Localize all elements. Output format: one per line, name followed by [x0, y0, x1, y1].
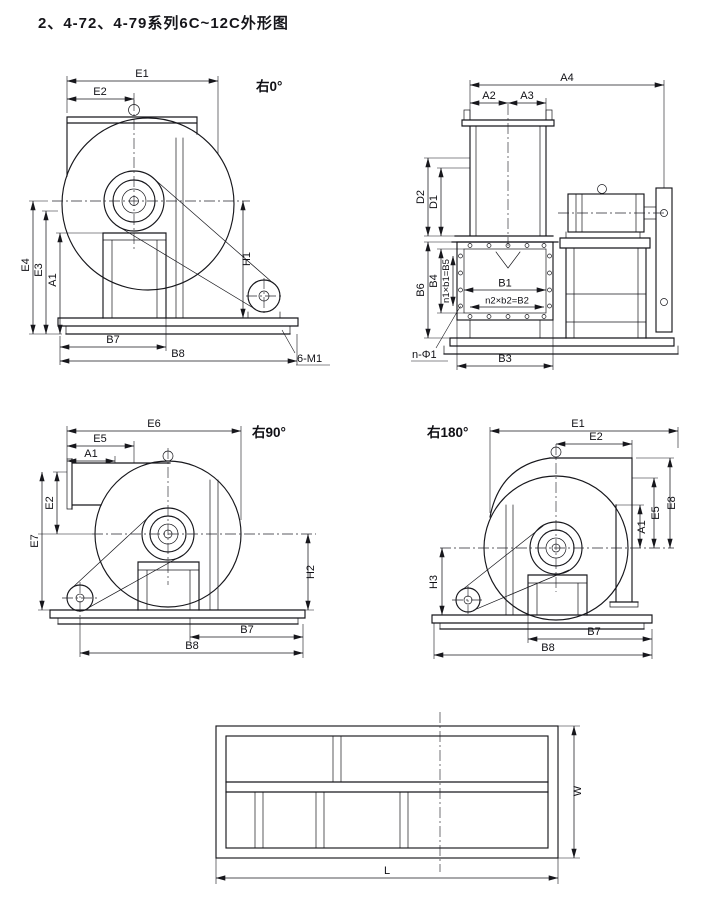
dim-label-b7: B7	[587, 626, 600, 638]
flange-bolt-icon	[545, 109, 553, 121]
dim-label-b7: B7	[106, 334, 119, 346]
dim-label-b3: B3	[498, 353, 511, 365]
base-frame-right90	[49, 609, 306, 625]
center-lines-right0	[52, 100, 282, 314]
bolt-holes	[458, 243, 552, 319]
fan-housing-right90	[66, 450, 242, 608]
dim-label-b6: B6	[415, 283, 427, 296]
dim-label-b7: B7	[240, 624, 253, 636]
dim-label-e5: E5	[650, 506, 662, 519]
dimensions-right90: E6 E5 A1 E2 E7 H2 B7 B8	[29, 418, 317, 658]
dim-label-b8: B8	[171, 348, 184, 360]
outlet-duct-side	[451, 109, 559, 243]
dimensions-base: W L	[215, 725, 584, 884]
dimensions-right0: E1 E2 E4 E3 A1 H1 B7 B8 6-M1	[20, 68, 330, 366]
dim-label-e7: E7	[29, 534, 41, 547]
dim-label-d1: D1	[428, 195, 440, 209]
dim-label-b1: B1	[498, 278, 511, 290]
dim-label-h3: H3	[428, 575, 440, 589]
dim-label-l: L	[384, 865, 390, 877]
dim-label-a1: A1	[84, 448, 97, 460]
dim-label-e2: E2	[44, 496, 56, 509]
view-side: A4 A2 A3 D2 D1 B6 B4 n1×b1=B5 B1 n2×b2=B…	[411, 72, 679, 370]
dimensions-right180: E1 E2 A1 E5 E8 H3 B7 B8	[428, 418, 679, 659]
page-title: 2、4-72、4-79系列6C~12C外形图	[38, 15, 289, 32]
dim-label-d2: D2	[415, 190, 427, 204]
dim-label-a1: A1	[47, 273, 59, 286]
view-label-right180: 右180°	[427, 424, 468, 440]
dim-label-b8: B8	[541, 642, 554, 654]
dimensions-side: A4 A2 A3 D2 D1 B6 B4 n1×b1=B5 B1 n2×b2=B…	[411, 72, 665, 370]
dim-label-e3: E3	[33, 263, 45, 276]
dim-label-e4: E4	[20, 258, 32, 271]
fan-housing-right180	[483, 446, 639, 621]
dim-label-e1: E1	[571, 418, 584, 430]
dim-label-h1: H1	[241, 252, 253, 266]
view-base-frame: W L	[215, 712, 584, 884]
dim-label-b2: n2×b2=B2	[485, 296, 529, 307]
dim-label-e2: E2	[93, 86, 106, 98]
dim-label-a4: A4	[560, 72, 573, 84]
dim-label-e2: E2	[589, 431, 602, 443]
lifting-eye-icon	[597, 184, 607, 194]
view-right90: E6 E5 A1 E2 E7 H2 B7 B8 右90°	[29, 418, 317, 658]
dim-label-b5: n1×b1=B5	[441, 259, 452, 303]
dim-label-e1: E1	[135, 68, 148, 80]
view-label-right90: 右90°	[252, 424, 286, 440]
dim-label-e8: E8	[666, 496, 678, 509]
fan-housing-right0	[61, 104, 235, 291]
base-frame-side	[443, 337, 679, 355]
base-frame-right180	[431, 614, 653, 630]
flange-bolt-icon	[463, 109, 471, 121]
motor-side	[559, 184, 657, 339]
pedestal-right180	[505, 504, 588, 616]
dim-label-a3: A3	[520, 90, 533, 102]
dim-label-e6: E6	[147, 418, 160, 430]
dim-label-b4: B4	[428, 274, 440, 287]
belt-drive-right0	[115, 176, 281, 319]
dim-label-w: W	[572, 785, 584, 796]
dim-label-a2: A2	[482, 90, 495, 102]
dim-label-b8: B8	[185, 640, 198, 652]
view-right180: E1 E2 A1 E5 E8 H3 B7 B8 右180°	[427, 418, 679, 659]
dim-label-nphi1: n-Φ1	[412, 349, 437, 361]
inlet-box-side	[456, 241, 554, 339]
dim-label-e5: E5	[93, 433, 106, 445]
base-frame-right0	[57, 317, 299, 335]
view-right0: E1 E2 E4 E3 A1 H1 B7 B8 6-M1 右0°	[20, 68, 330, 366]
center-lines-side	[507, 104, 668, 246]
pedestal-right0	[102, 137, 184, 319]
dim-label-6m1: 6-M1	[297, 353, 322, 365]
base-frame-plan	[215, 725, 559, 859]
dim-label-h2: H2	[305, 565, 317, 579]
dim-label-a1: A1	[636, 520, 648, 533]
view-label-right0: 右0°	[256, 78, 282, 94]
center-lines-right90	[62, 448, 316, 618]
center-lines-right180	[440, 444, 674, 614]
pedestal-right90	[137, 479, 219, 611]
side-plate	[655, 187, 673, 333]
